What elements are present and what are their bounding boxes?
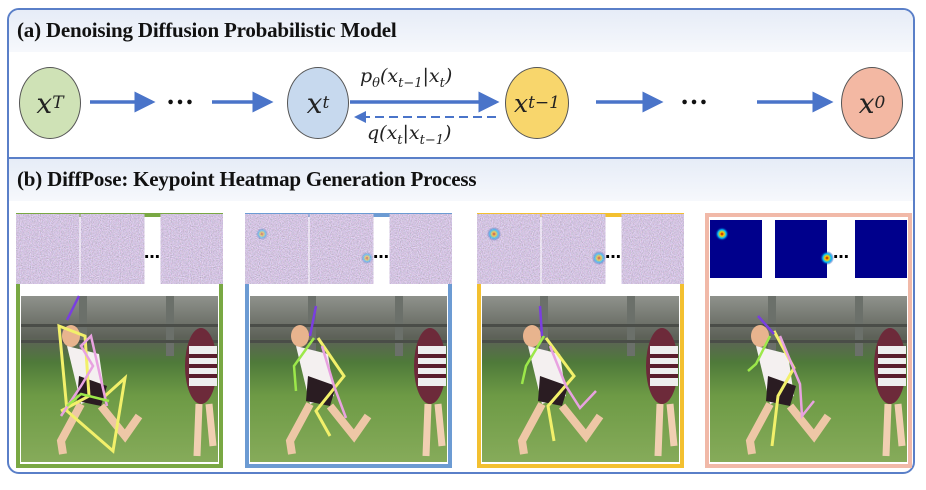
noisy-heatmap xyxy=(627,220,679,278)
heatmap xyxy=(775,220,827,278)
photo xyxy=(482,296,679,462)
keypoint-blob xyxy=(361,252,373,264)
photo xyxy=(21,295,218,462)
noisy-heatmap xyxy=(395,220,447,278)
skeleton-limb xyxy=(65,295,81,321)
noisy-heatmap xyxy=(21,220,74,278)
skeleton-limb xyxy=(747,335,772,372)
panel-figure: … xyxy=(245,213,489,468)
keypoint-blob xyxy=(820,251,834,265)
section-a-title: (a) Denoising Diffusion Probabilistic Mo… xyxy=(17,18,397,42)
node-var: x xyxy=(306,86,323,120)
skeleton-limb xyxy=(520,335,546,385)
keypoint-blob xyxy=(715,227,729,241)
skeleton-limb xyxy=(538,305,544,337)
noisy-heatmap xyxy=(547,220,600,278)
ellipsis: … xyxy=(605,243,621,262)
panel-step-x0: … xyxy=(705,213,912,473)
photo xyxy=(250,296,447,462)
node-var: x xyxy=(513,88,529,118)
keypoint-blob xyxy=(592,251,606,265)
node-sub: T xyxy=(52,93,64,113)
noisy-heatmap xyxy=(86,220,139,278)
figure-frame: (a) Denoising Diffusion Probabilistic Mo… xyxy=(7,8,915,474)
section-b-header: (b) DiffPose: Keypoint Heatmap Generatio… xyxy=(9,159,913,201)
node-sub: t xyxy=(322,93,330,113)
keypoint-blob xyxy=(256,228,268,240)
panel-step-xT: … xyxy=(16,213,223,473)
panel-figure: … xyxy=(705,213,912,468)
node-sub: t−1 xyxy=(528,93,560,113)
node-var: x xyxy=(36,86,53,120)
heatmap xyxy=(855,220,907,278)
skeleton-limb xyxy=(770,330,796,447)
ellipsis: … xyxy=(144,243,160,262)
ellipsis-left: … xyxy=(166,80,196,111)
ellipsis-right: … xyxy=(680,80,710,111)
noisy-heatmap xyxy=(315,220,368,278)
skeleton-limb xyxy=(66,392,110,407)
section-divider xyxy=(9,157,913,159)
node-var: x xyxy=(858,86,875,120)
section-a-header: (a) Denoising Diffusion Probabilistic Mo… xyxy=(9,10,913,52)
skeleton-limb xyxy=(57,323,128,454)
noisy-heatmap xyxy=(250,220,303,278)
ellipsis: … xyxy=(373,243,389,262)
reverse-process-label: pθ(xt−1|xt) xyxy=(360,65,453,91)
panel-step-xt: … xyxy=(245,213,489,473)
diffusion-arrows xyxy=(90,91,834,123)
skeleton-limb xyxy=(548,345,597,411)
panel-figure: … xyxy=(16,213,223,468)
node-sub: 0 xyxy=(874,93,886,113)
skeleton-limb xyxy=(544,337,576,442)
section-b-title: (b) DiffPose: Keypoint Heatmap Generatio… xyxy=(17,167,477,191)
panel-figure: … xyxy=(477,213,722,468)
panel-step-xt-1: … xyxy=(477,213,722,473)
skeleton-limb xyxy=(778,335,815,420)
skeleton-limb xyxy=(314,337,346,437)
noisy-heatmap xyxy=(166,220,218,278)
skeleton-limb xyxy=(757,315,775,335)
skeleton-limb xyxy=(320,345,348,419)
forward-process-label: q(xt|xt−1) xyxy=(367,122,452,148)
photo xyxy=(710,296,907,462)
keypoint-blob xyxy=(487,227,501,241)
skeleton-limb xyxy=(292,337,316,392)
skeleton-limb xyxy=(308,305,318,337)
skeleton-limb xyxy=(59,333,109,417)
ellipsis: … xyxy=(833,243,849,262)
